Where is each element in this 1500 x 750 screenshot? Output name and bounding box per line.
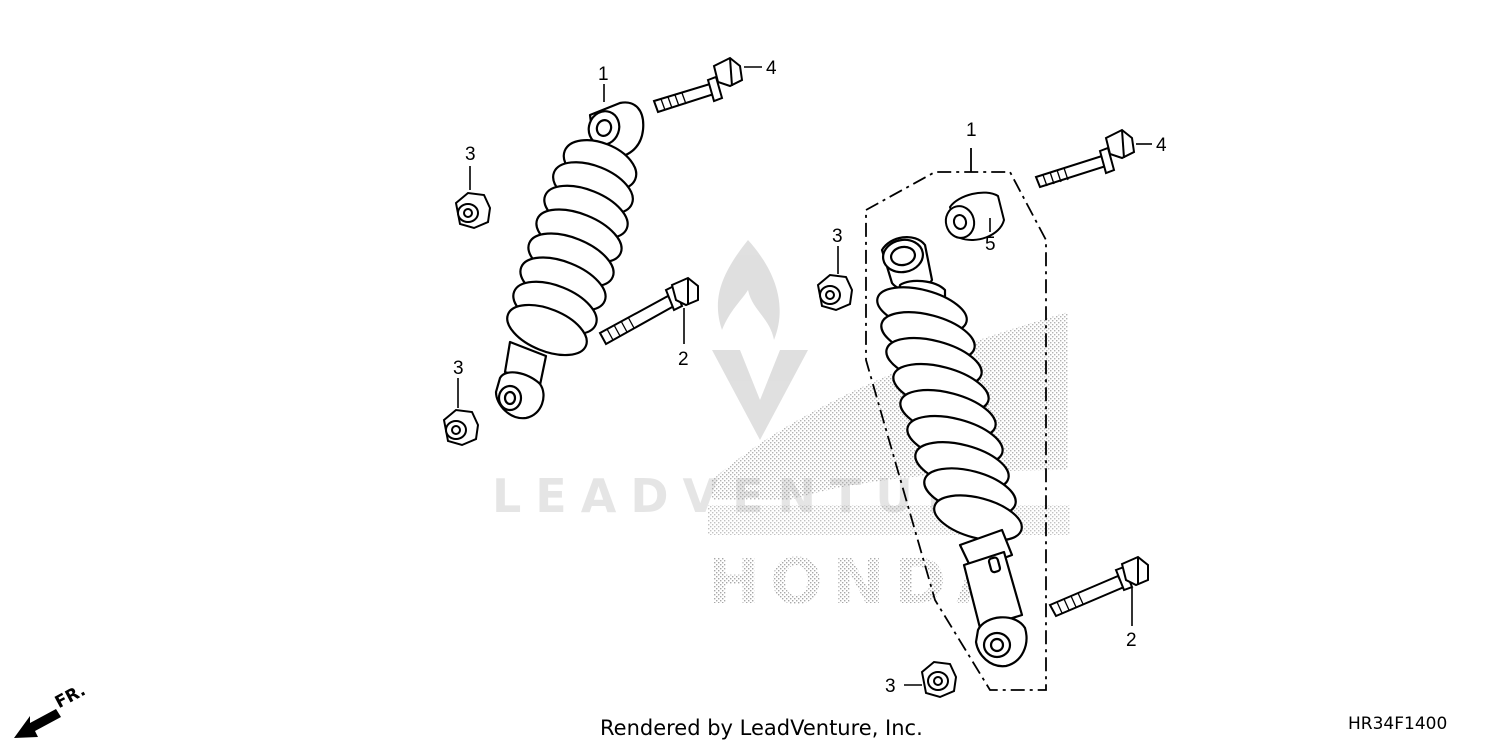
callout-left-lower-bolt: 2 bbox=[678, 349, 689, 370]
right-upper-flange-nut[interactable] bbox=[816, 273, 854, 312]
callout-left-shock: 1 bbox=[598, 64, 609, 85]
callout-right-upper-nut: 3 bbox=[832, 226, 843, 247]
right-lower-flange-bolt[interactable] bbox=[1048, 555, 1149, 618]
callout-right-lower-bolt: 2 bbox=[1126, 630, 1137, 651]
right-lower-flange-nut[interactable] bbox=[920, 660, 958, 699]
left-lower-flange-nut[interactable] bbox=[442, 408, 480, 447]
callout-left-lower-nut: 3 bbox=[453, 358, 464, 379]
honda-text-watermark: HONDA bbox=[708, 545, 1014, 618]
diagram-reference-code: HR34F1400 bbox=[1348, 714, 1448, 734]
left-shock-absorber[interactable] bbox=[494, 101, 645, 420]
left-upper-flange-nut[interactable] bbox=[454, 191, 492, 230]
left-lower-flange-bolt[interactable] bbox=[598, 276, 699, 346]
rendered-by-credit: Rendered by LeadVenture, Inc. bbox=[600, 716, 923, 740]
callout-right-shock: 1 bbox=[966, 120, 977, 141]
callout-right-bushing: 5 bbox=[985, 234, 996, 255]
front-direction-label: FR. bbox=[52, 681, 89, 713]
right-upper-flange-bolt[interactable] bbox=[1034, 128, 1136, 189]
right-shock-absorber[interactable] bbox=[872, 236, 1028, 668]
leader-lines bbox=[457, 66, 1152, 686]
leadventure-flame-watermark bbox=[712, 240, 808, 440]
callout-left-upper-nut: 3 bbox=[465, 144, 476, 165]
left-upper-flange-bolt[interactable] bbox=[652, 56, 744, 114]
front-direction-arrow-icon: FR. bbox=[14, 681, 89, 738]
callout-right-top-bolt: 4 bbox=[1156, 135, 1167, 156]
callout-right-lower-nut: 3 bbox=[885, 676, 896, 697]
callout-left-top-bolt: 4 bbox=[766, 58, 777, 79]
assembly-boundary-bracket bbox=[865, 171, 1047, 691]
